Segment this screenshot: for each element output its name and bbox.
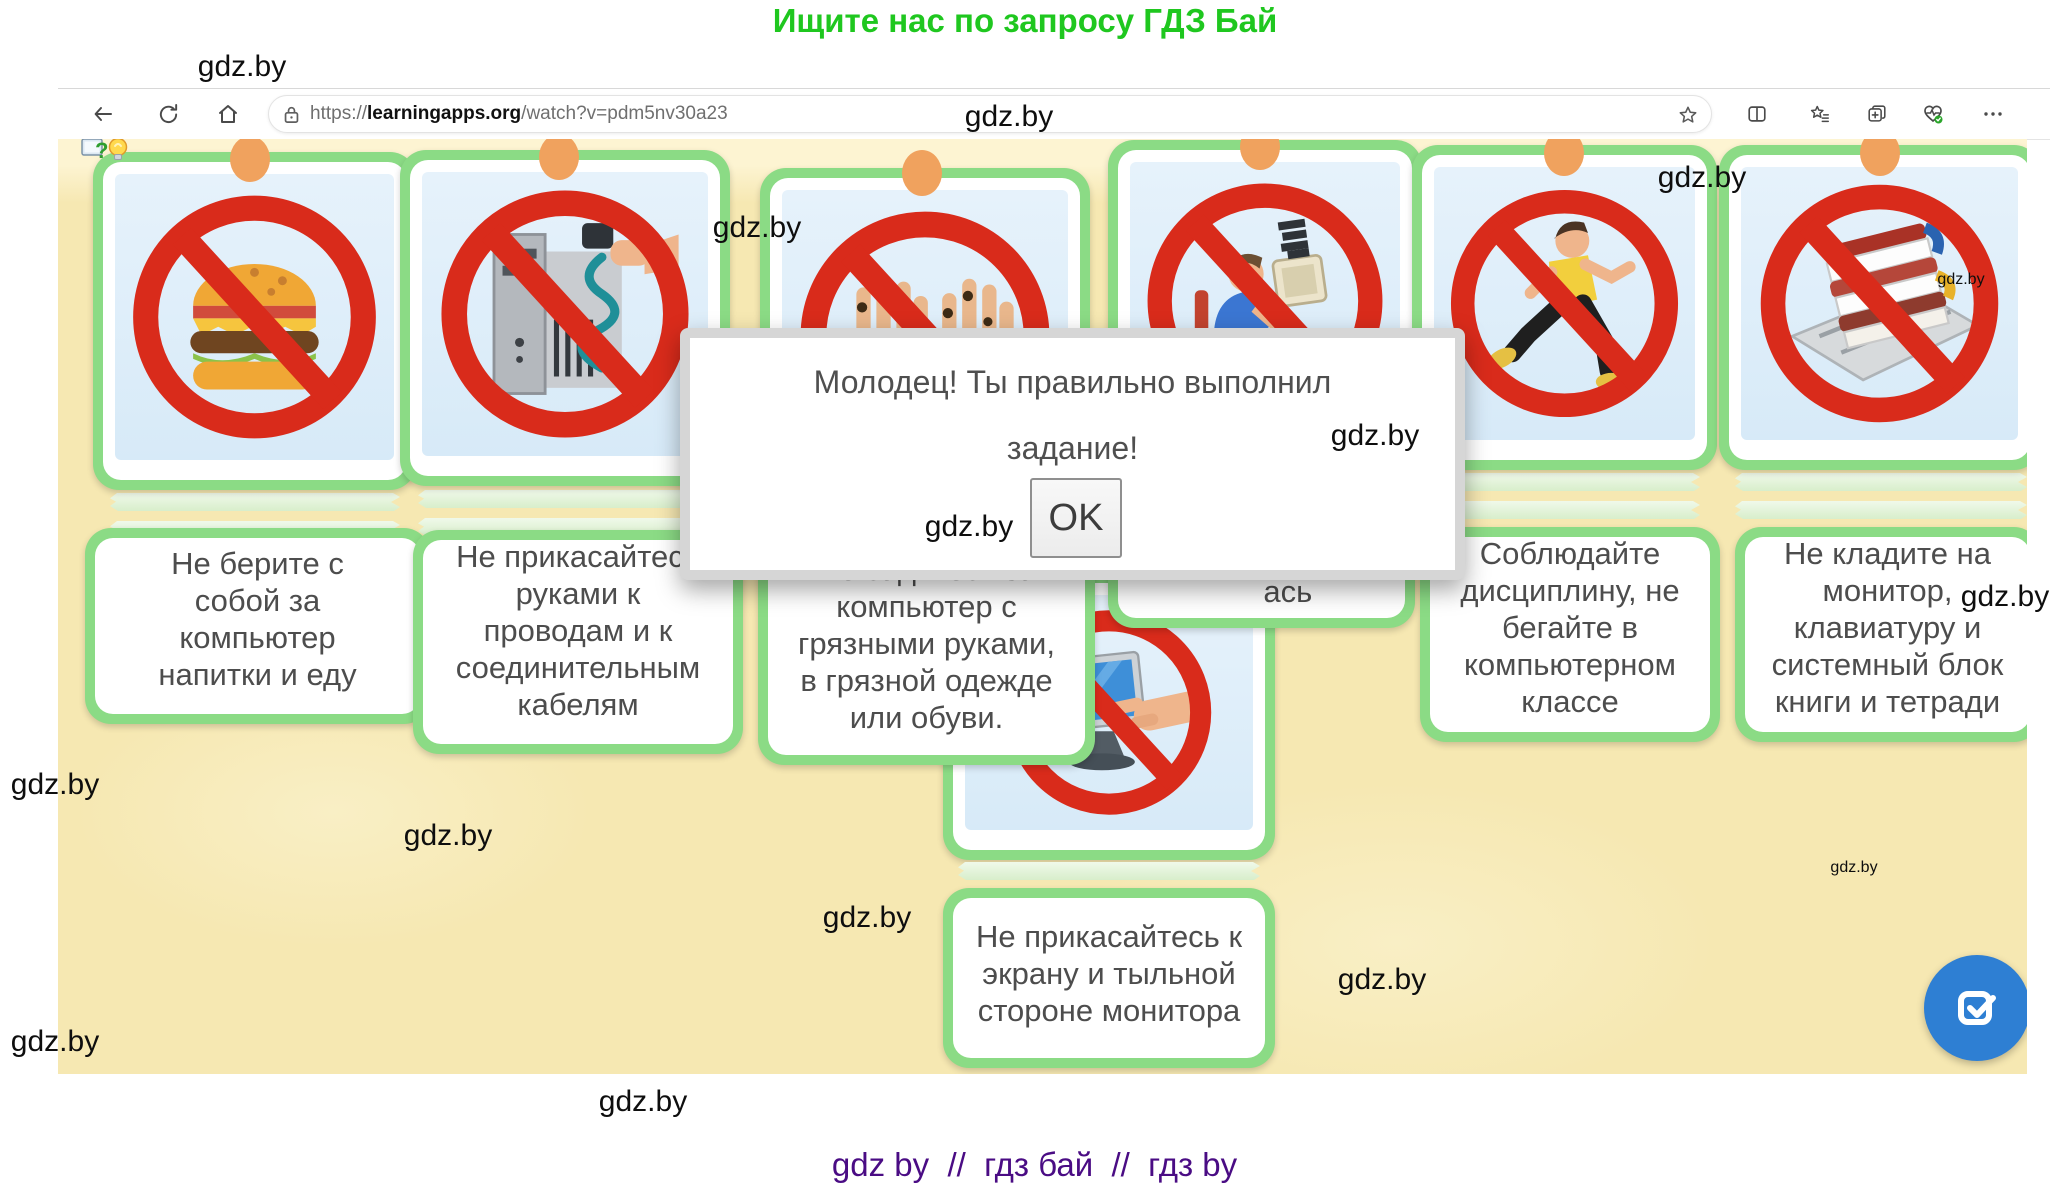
question-help-icon: ?: [81, 139, 108, 163]
watermark: gdz.by: [1657, 161, 1747, 194]
refresh-button[interactable]: [151, 97, 185, 131]
rule-text: Не кладите на монитор, клавиатуру и сист…: [1771, 536, 2004, 719]
watermark: gdz.by: [1937, 271, 1985, 288]
rule-text: Не садитесь за компьютер с грязными рука…: [798, 552, 1055, 735]
text-card-no-running[interactable]: Соблюдайте дисциплину, не бегайте в комп…: [1420, 527, 1720, 742]
text-card-no-food[interactable]: Не берите с собой за компьютер напитки и…: [85, 528, 430, 724]
torn-strip: [1428, 501, 1700, 519]
text-card-no-touching-screen[interactable]: Не прикасайтесь к экрану и тыльной сторо…: [943, 888, 1275, 1068]
no-touching-cables-image: [441, 190, 689, 438]
pin: [902, 150, 942, 196]
browser-essentials-button[interactable]: [1916, 97, 1950, 131]
watermark: gdz.by: [1960, 580, 2050, 613]
torn-strip: [1735, 501, 2027, 519]
page-title: Ищите нас по запросу ГДЗ Бай: [772, 2, 1278, 39]
rule-text: Соблюдайте дисциплину, не бегайте в комп…: [1460, 536, 1680, 719]
ellipsis-icon: [1984, 112, 2002, 116]
favorites-button[interactable]: [1803, 97, 1837, 131]
pin: [230, 139, 270, 182]
torn-strip: [1428, 473, 1700, 491]
browser-toolbar: https://learningapps.org/watch?v=pdm5nv3…: [58, 88, 2050, 140]
image-card-no-running[interactable]: [1412, 145, 1717, 470]
watermark: gdz.by: [964, 100, 1054, 133]
watermark: gdz.by: [403, 819, 493, 852]
help-button[interactable]: ?: [81, 139, 111, 169]
home-icon: [219, 105, 237, 123]
pin: [1544, 139, 1584, 176]
check-solution-button[interactable]: [1924, 955, 2027, 1061]
hint-lightbulb-icon: [108, 139, 128, 160]
torn-strip: [418, 490, 714, 508]
browser-essentials-icon: [1924, 105, 1943, 124]
torn-strip: [1735, 473, 2027, 491]
ok-button[interactable]: OK: [1030, 478, 1122, 558]
dialog-message-line1: Молодец! Ты правильно выполнил: [813, 364, 1332, 400]
home-button[interactable]: [211, 97, 245, 131]
collections-button[interactable]: [1860, 97, 1894, 131]
no-food-image: [133, 195, 376, 439]
app-content: ?: [58, 139, 2027, 1074]
watermark: gdz.by: [1330, 419, 1420, 452]
torn-strip: [110, 493, 400, 511]
dialog-message-line2: задание!: [1006, 430, 1139, 466]
watermark: gdz.by: [1830, 859, 1878, 876]
back-button[interactable]: [86, 97, 120, 131]
watermark: gdz.by: [822, 901, 912, 934]
settings-menu-button[interactable]: [1976, 97, 2010, 131]
image-card-no-books[interactable]: [1719, 145, 2027, 470]
watermark: gdz.by: [10, 1025, 100, 1058]
watermark: gdz.by: [197, 50, 287, 83]
rule-text: Не берите с собой за компьютер напитки и…: [158, 546, 357, 692]
watermark: gdz.by: [1337, 963, 1427, 996]
watermark: gdz.by: [598, 1085, 688, 1118]
split-screen-icon: [1748, 106, 1766, 122]
image-card-no-food[interactable]: [93, 152, 416, 490]
text-card-no-books[interactable]: Не кладите на монитор, клавиатуру и сист…: [1735, 527, 2027, 742]
watermark: gdz.by: [10, 768, 100, 801]
favorites-icon: [1810, 105, 1829, 123]
lock-icon: [284, 106, 299, 123]
refresh-icon: [159, 103, 177, 123]
check-square-icon: [1958, 991, 1996, 1025]
address-bar[interactable]: https://learningapps.org/watch?v=pdm5nv3…: [268, 95, 1712, 133]
watermark: gdz.by: [712, 211, 802, 244]
success-dialog: Молодец! Ты правильно выполнил задание! …: [680, 328, 1465, 580]
browser-window: https://learningapps.org/watch?v=pdm5nv3…: [58, 88, 2050, 1074]
image-card-no-touching-cables[interactable]: [400, 150, 730, 486]
no-running-image: [1450, 189, 1679, 418]
svg-text:?: ?: [95, 139, 108, 163]
pin: [1860, 139, 1900, 176]
pin: [539, 139, 579, 180]
back-icon: [94, 107, 112, 121]
rule-text: Не прикасайтесь руками к проводам и к со…: [455, 539, 701, 722]
torn-strip: [958, 862, 1260, 880]
text-card-no-dirty-hands[interactable]: Не садитесь за компьютер с грязными рука…: [758, 548, 1095, 765]
footer-search-hint: gdz by // гдз бай // гдз by: [831, 1146, 1238, 1183]
collections-add-icon: [1868, 105, 1886, 122]
hint-button[interactable]: [105, 139, 131, 169]
split-screen-button[interactable]: [1740, 97, 1774, 131]
watermark: gdz.by: [924, 510, 1014, 543]
star-icon: [1679, 106, 1697, 123]
rule-text: Не прикасайтесь к экрану и тыльной сторо…: [975, 919, 1243, 1028]
bookmark-star-button[interactable]: [1677, 104, 1699, 131]
no-books-on-monitor-image: [1760, 184, 1999, 423]
url-text: https://learningapps.org/watch?v=pdm5nv3…: [310, 103, 728, 124]
